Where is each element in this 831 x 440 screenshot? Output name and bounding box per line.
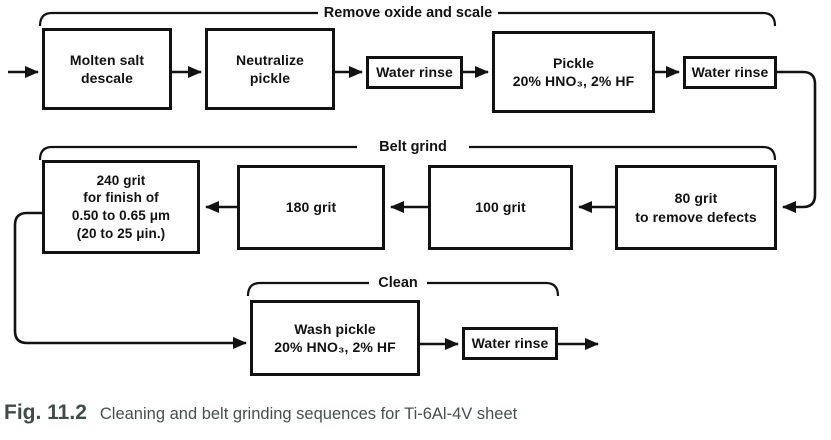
section-label-clean: Clean xyxy=(369,274,427,292)
step-text: 20% HNO₃, 2% HF xyxy=(512,73,635,89)
step-text: 0.50 to 0.65 μm xyxy=(71,208,171,223)
step-text: to remove defects xyxy=(635,208,757,225)
connector-240grit-to-washpickle xyxy=(13,211,247,349)
step-text: (20 to 25 μin.) xyxy=(76,225,166,241)
step-text: for finish of xyxy=(83,190,159,206)
step-text: 20% HNO₃, 2% HF xyxy=(274,339,396,355)
step-neutralize-pickle: Neutralize pickle xyxy=(205,28,335,110)
step-text: pickle xyxy=(249,70,291,86)
step-text: 180 grit xyxy=(285,199,337,216)
step-wash-pickle: Wash pickle 20% HNO₃, 2% HF xyxy=(250,300,420,376)
step-180-grit: 180 grit xyxy=(237,165,385,250)
step-text: Molten salt xyxy=(69,51,145,68)
step-text: Water rinse xyxy=(471,335,549,352)
connector-rinse2-to-80grit xyxy=(777,70,817,213)
step-text: 240 grit xyxy=(96,172,146,188)
step-80-grit: 80 grit to remove defects xyxy=(615,165,777,250)
step-text: Water rinse xyxy=(376,64,453,81)
step-molten-salt-descale: Molten salt descale xyxy=(42,28,172,110)
step-240-grit: 240 grit for finish of 0.50 to 0.65 μm (… xyxy=(42,160,200,254)
step-100-grit: 100 grit xyxy=(428,165,573,250)
step-text: descale xyxy=(80,70,134,86)
step-text: 100 grit xyxy=(475,199,526,216)
step-text: Water rinse xyxy=(691,64,769,81)
section-label-belt-grind: Belt grind xyxy=(357,138,469,156)
section-label-remove-oxide: Remove oxide and scale xyxy=(318,4,498,22)
figure-number: Fig. 11.2 xyxy=(4,401,87,424)
step-water-rinse-1: Water rinse xyxy=(366,56,463,89)
step-text: Neutralize xyxy=(236,51,304,68)
step-water-rinse-2: Water rinse xyxy=(683,56,777,89)
step-text: Pickle xyxy=(552,54,595,71)
figure-caption-text: Cleaning and belt grinding sequences for… xyxy=(99,405,518,423)
step-water-rinse-3: Water rinse xyxy=(462,327,558,360)
step-text: Wash pickle xyxy=(294,320,376,337)
step-pickle: Pickle 20% HNO₃, 2% HF xyxy=(492,31,655,113)
figure-caption: Fig. 11.2 Cleaning and belt grinding seq… xyxy=(4,401,517,425)
step-text: 80 grit xyxy=(674,190,718,207)
